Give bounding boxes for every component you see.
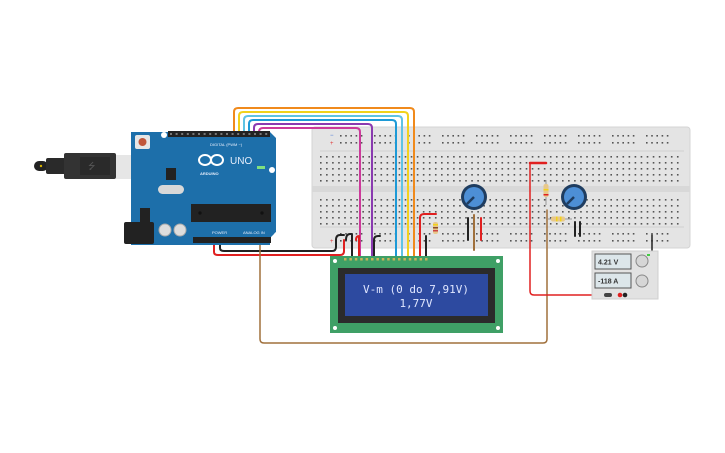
voltage-knob[interactable]	[635, 254, 649, 268]
on-led	[257, 166, 265, 169]
wire-magenta	[258, 127, 361, 259]
usb-cable[interactable]: ⭍	[34, 153, 138, 179]
resistor-2[interactable]	[543, 180, 549, 205]
wire-black-lcd	[345, 233, 353, 259]
wire-red-psu-down	[529, 162, 621, 296]
current-display	[594, 272, 632, 289]
wire-red-lcd	[355, 235, 360, 259]
current-readout: -118 A	[598, 279, 618, 286]
potentiometer-2[interactable]	[561, 184, 587, 210]
digital-header-pins	[170, 133, 268, 135]
lcd-line-1: V-m (0 do 7,91V)	[363, 283, 469, 296]
lcd-line-2: 1,77V	[399, 297, 432, 310]
brand-label: ARDUINO	[200, 171, 219, 176]
wire-brown-analog	[259, 209, 548, 344]
power-label: POWER	[212, 230, 227, 235]
lcd-16x2[interactable]: V-m (0 do 7,91V) 1,77V	[330, 256, 503, 333]
wire-purple	[253, 123, 373, 259]
potentiometer-1[interactable]	[461, 184, 487, 210]
arduino-logo: ARDUINO UNO	[198, 154, 252, 176]
resistor-3[interactable]	[548, 216, 572, 222]
lcd-screen	[345, 274, 488, 316]
wire-black-lcd2	[373, 235, 381, 259]
usb-symbol-icon: ⭍	[88, 161, 96, 171]
positive-terminal[interactable]	[617, 292, 623, 298]
power-jack[interactable]	[124, 222, 154, 244]
voltage-display	[594, 253, 632, 270]
arduino-uno[interactable]: ARDUINO UNO DIGITAL (PWM ~) POWER ANALOG…	[124, 131, 280, 245]
wire-blue	[248, 119, 397, 259]
power-supply[interactable]: 4.21 V -118 A	[591, 250, 659, 300]
rail-plus-label: +	[330, 141, 334, 147]
rail-minus-label: −	[330, 133, 334, 139]
model-label: UNO	[230, 156, 252, 167]
rail-plus-label-bottom: +	[330, 239, 334, 245]
lcd-pins	[344, 258, 428, 261]
breadboard[interactable]: − + +	[311, 126, 691, 249]
resistor-1[interactable]	[433, 222, 438, 234]
digital-label: DIGITAL (PWM ~)	[210, 142, 243, 147]
atmega-chip	[191, 204, 271, 222]
negative-terminal[interactable]	[622, 292, 628, 298]
current-knob[interactable]	[635, 274, 649, 288]
wires	[213, 107, 653, 344]
voltage-readout: 4.21 V	[598, 260, 619, 267]
power-analog-header[interactable]	[193, 237, 271, 243]
digital-header[interactable]	[168, 131, 270, 137]
analog-label: ANALOG IN	[243, 230, 265, 235]
wire-red-5v	[213, 239, 345, 256]
wire-red-lcd2	[419, 213, 437, 259]
wire-light-blue	[243, 115, 403, 259]
wire-orange	[233, 107, 415, 259]
wire-black-gnd	[219, 234, 345, 252]
wire-yellow	[238, 111, 409, 259]
